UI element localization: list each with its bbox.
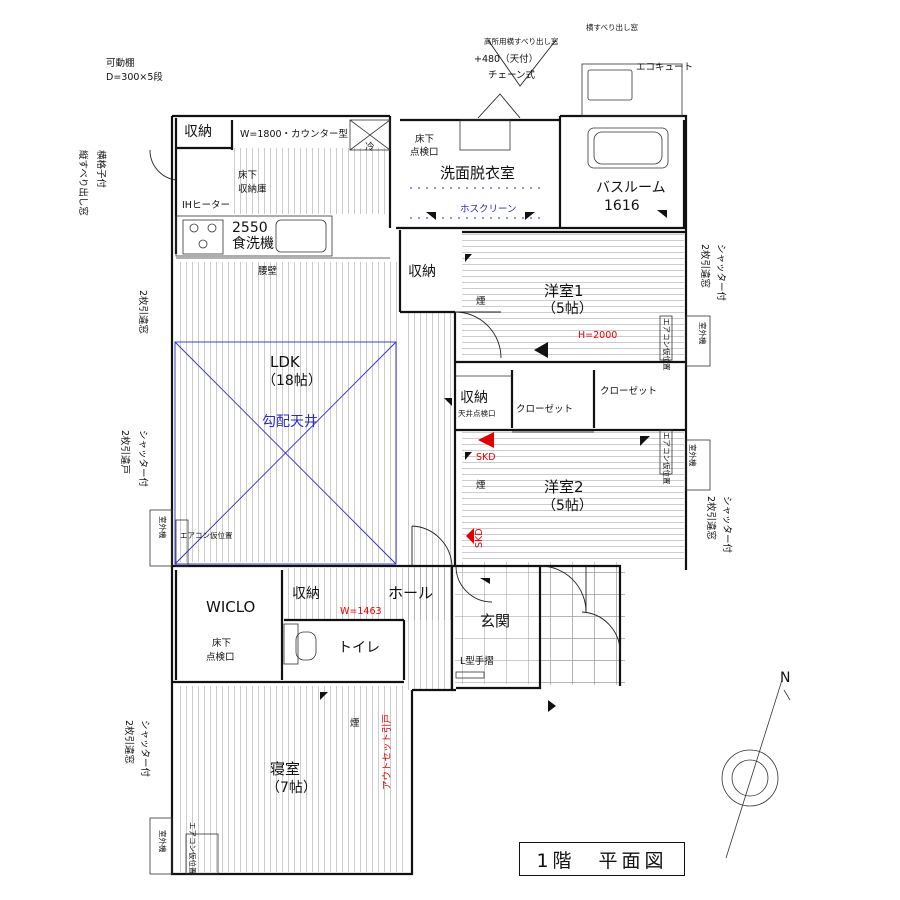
h2000-label: H=2000 — [578, 330, 617, 341]
high-window-height: +480（天付） — [474, 53, 538, 65]
skd-label-2: SKD — [474, 528, 485, 548]
ldk-shutter-label: シャッター付 — [137, 430, 148, 488]
outdoor-unit-room2: 室外機 — [688, 444, 698, 467]
fridge-label: 冷 — [365, 141, 375, 153]
storage-label-center: 収納 — [460, 390, 488, 406]
vaulted-ceiling-label: 勾配天井 — [262, 414, 318, 430]
room2-shutter-label: シャッター付 — [721, 496, 732, 554]
underfloor-hatch-wash: 床下 — [415, 133, 434, 145]
left-window-label: 縦すべり出し窓 — [77, 150, 89, 216]
compass-north: N — [780, 670, 790, 686]
aircon-room2: エアコン仮位置 — [662, 432, 672, 485]
window-markers — [320, 210, 667, 712]
ldk-label: LDK — [270, 353, 301, 371]
wiclo-label: WICLO — [206, 598, 255, 616]
eco-cute-label: エコキュート — [636, 62, 693, 73]
compass — [721, 679, 791, 859]
room-labels: 収納 W=1800・カウンター型 冷 床下 収納庫 IHヒーター 2550 食洗… — [182, 124, 666, 796]
bedroom-shutter-label: シャッター付 — [139, 720, 150, 778]
smoke-room2: 煙 — [476, 480, 486, 491]
w1463-label: W=1463 — [340, 606, 382, 617]
ldk-window-label: 2枚引違窓 — [137, 290, 149, 334]
underfloor-hatch-wash2: 点検口 — [410, 146, 439, 158]
room2-size: （5帖） — [542, 498, 593, 514]
dishwasher-label: 食洗機 — [232, 235, 274, 252]
koshikabe-label: 腰壁 — [258, 265, 278, 277]
vaulted-ceiling-lines — [174, 187, 540, 565]
ih-label: IHヒーター — [182, 200, 230, 211]
thin-details — [149, 63, 711, 875]
high-window-label: 高所用横すべり出し窓 — [484, 36, 559, 46]
floor-hatching — [175, 148, 684, 872]
shelf-spec-label: D=300×5段 — [106, 71, 163, 83]
bathroom-label: バスルーム — [596, 180, 666, 196]
bedroom-window-label: 2枚引違窓 — [123, 720, 135, 764]
hall-label: ホール — [388, 584, 433, 602]
l-handrail-label: L型手摺 — [460, 655, 494, 667]
outdoor-unit-room1: 室外機 — [698, 322, 708, 345]
closet-label-1: クローゼット — [516, 403, 573, 415]
counter-label: W=1800・カウンター型 — [240, 129, 349, 140]
ldk-slidingdoor-label: 2枚引違戸 — [119, 430, 131, 474]
outdoor-unit-bedroom: 室外機 — [158, 830, 168, 853]
entrance-label: 玄関 — [480, 612, 510, 630]
smoke-room1: 煙 — [476, 296, 486, 307]
closet-label-2: クローゼット — [600, 385, 657, 397]
toilet-label: トイレ — [338, 640, 380, 656]
aircon-room1: エアコン仮位置 — [662, 318, 672, 371]
room1-label: 洋室1 — [544, 282, 584, 300]
exterior-annotations: 可動棚 D=300×5段 高所用横すべり出し窓 +480（天付） チェーン式 横… — [77, 22, 790, 875]
chain-type-label: チェーン式 — [488, 69, 536, 81]
room1-shutter-label: シャッター付 — [715, 244, 726, 302]
bedroom-label: 寝室 — [270, 760, 300, 778]
slide-window-label: 横すべり出し窓 — [586, 22, 638, 32]
room2-label: 洋室2 — [544, 478, 584, 496]
bedroom-size: （7帖） — [266, 780, 317, 796]
washroom-label: 洗面脱衣室 — [440, 164, 515, 182]
ceiling-hatch-label: 天井点検口 — [458, 408, 496, 418]
room2-window-label: 2枚引違窓 — [705, 496, 717, 540]
aircon-ldk: エアコン仮位置 — [180, 530, 233, 540]
bathroom-size: 1616 — [604, 198, 640, 214]
underfloor-hatch-label2: 点検口 — [206, 651, 235, 663]
storage-label-kitchen: 収納 — [184, 124, 212, 140]
storage-label-hall: 収納 — [408, 264, 436, 280]
door-swings — [149, 39, 621, 653]
drawing-title: 1階 平面図 — [519, 842, 685, 876]
outset-door-label: アウトセット引戸 — [382, 714, 393, 790]
left-window-lattice: 横格子付 — [95, 150, 107, 189]
underfloor-storage-label: 床下 — [238, 169, 257, 181]
room1-window-label: 2枚引違窓 — [699, 244, 711, 288]
skd-label-1: SKD — [476, 452, 496, 463]
room1-size: （5帖） — [542, 301, 593, 317]
underfloor-hatch-label: 床下 — [212, 637, 231, 649]
hose-screen-label: ホスクリーン — [460, 204, 517, 215]
dishwasher-width: 2550 — [232, 220, 268, 236]
adjustable-shelf-label: 可動棚 — [106, 57, 135, 69]
aircon-bedroom: エアコン仮位置 — [188, 822, 198, 875]
underfloor-storage-label2: 収納庫 — [238, 183, 267, 195]
storage-label-toilet: 収納 — [292, 586, 320, 602]
smoke-bedroom: 煙 — [350, 718, 360, 729]
outdoor-unit-ldk: 室外機 — [158, 516, 168, 539]
ldk-size: （18帖） — [262, 373, 322, 389]
